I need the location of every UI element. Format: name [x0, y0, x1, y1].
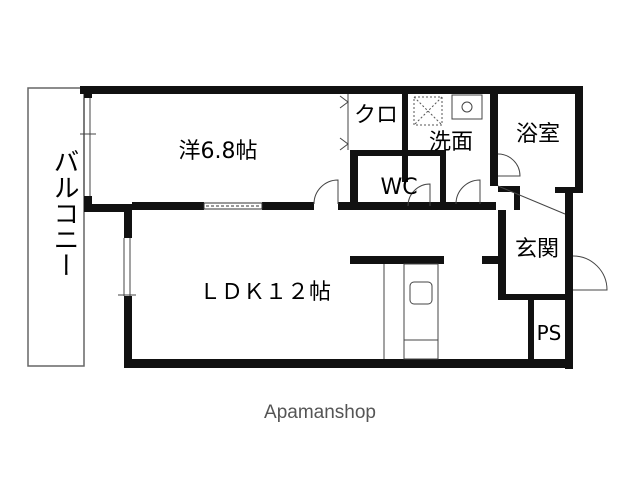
entrance-label: 玄関: [515, 237, 559, 262]
windows: [80, 98, 136, 296]
wash-basin: [451, 94, 483, 120]
balcony-label: バルコニー: [49, 148, 79, 278]
ldk-label: ＬＤＫ１２帖: [199, 280, 331, 305]
exterior-walls: [80, 86, 583, 369]
washing-machine-space: [413, 96, 443, 126]
bath-label: 浴室: [516, 122, 560, 147]
kitchen-counter: [403, 263, 439, 360]
closet-label: クロ: [354, 103, 398, 128]
door-swings: [313, 95, 608, 291]
balcony-outline: [27, 87, 85, 367]
kitchen-sink: [409, 281, 433, 305]
ps-label: PS: [537, 321, 562, 345]
washroom-label: 洗面: [429, 130, 473, 155]
interior-walls: [132, 94, 568, 362]
western-room-label: 洋6.8帖: [179, 139, 258, 164]
apamanshop-watermark: Apamanshop: [264, 402, 376, 423]
wc-label: WC: [380, 175, 417, 200]
thin-partitions: [347, 94, 566, 359]
